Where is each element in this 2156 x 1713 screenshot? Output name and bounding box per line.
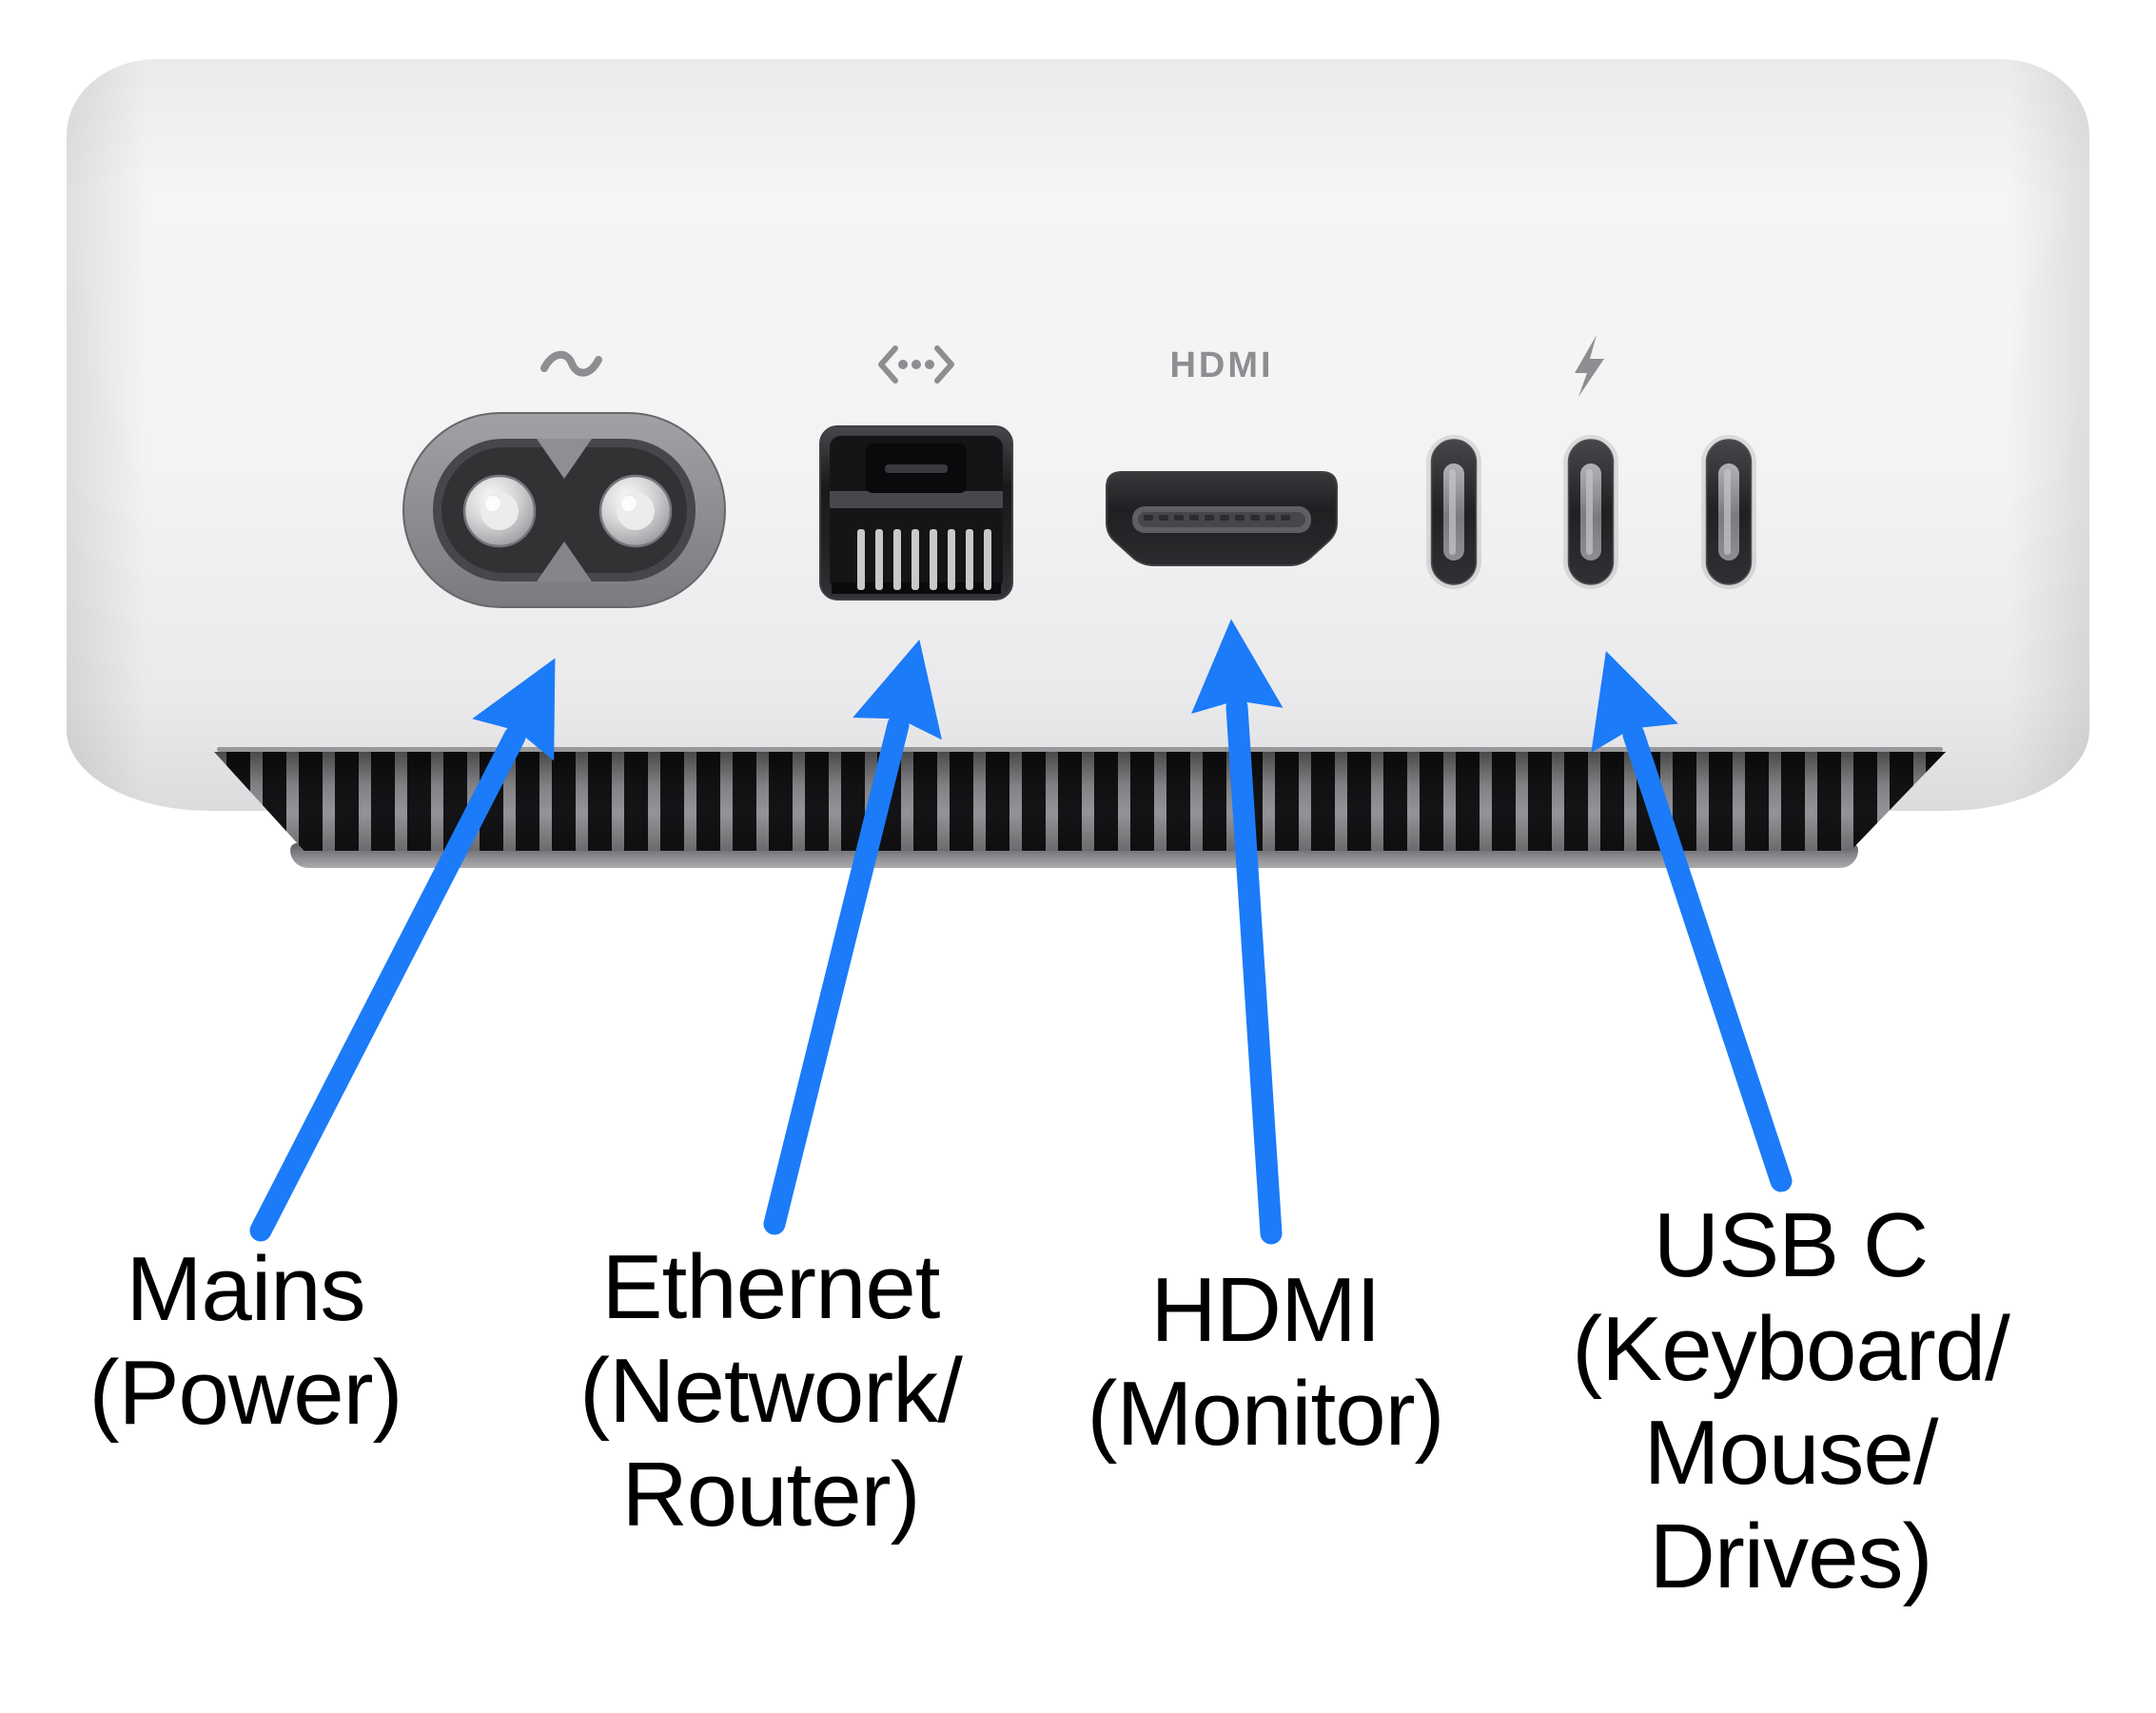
arrow-usbc bbox=[1591, 650, 1793, 1192]
label-line: HDMI bbox=[1150, 1259, 1381, 1361]
label-line: (Monitor) bbox=[1087, 1363, 1444, 1465]
label-ethernet: Ethernet (Network/ Router) bbox=[504, 1235, 1037, 1546]
label-line: (Keyboard/ bbox=[1572, 1298, 2010, 1400]
annotation-arrows bbox=[249, 619, 1793, 1245]
arrow-hdmi bbox=[1191, 619, 1284, 1245]
ethernet-port bbox=[819, 425, 1013, 601]
hdmi-panel-label: HDMI bbox=[1169, 345, 1273, 385]
usbc-port-3 bbox=[1701, 435, 1756, 589]
ac-power-icon bbox=[540, 350, 602, 377]
label-line: Ethernet bbox=[601, 1236, 941, 1338]
hdmi-port bbox=[1106, 471, 1338, 566]
port-icons: HDMI bbox=[540, 335, 1604, 397]
arrow-power bbox=[249, 658, 556, 1242]
label-line: (Power) bbox=[88, 1342, 402, 1444]
power-pin-right bbox=[598, 474, 673, 548]
label-hdmi: HDMI (Monitor) bbox=[999, 1258, 1532, 1466]
label-line: Mains bbox=[126, 1238, 365, 1340]
label-line: Mouse/ bbox=[1643, 1402, 1939, 1504]
label-usbc: USB C (Keyboard/ Mouse/ Drives) bbox=[1524, 1193, 2057, 1608]
thunderbolt-icon bbox=[1575, 335, 1604, 397]
label-line: Router) bbox=[621, 1444, 920, 1546]
usbc-port-1 bbox=[1426, 435, 1481, 589]
vent-seam bbox=[217, 747, 1943, 752]
label-line: USB C bbox=[1653, 1194, 1929, 1296]
arrow-ethernet bbox=[763, 639, 942, 1235]
power-pin-left bbox=[462, 474, 537, 548]
label-line: Drives) bbox=[1649, 1506, 1933, 1607]
hdmi-pins bbox=[1144, 515, 1290, 521]
ethernet-icon bbox=[878, 345, 954, 384]
label-mains-power: Mains (Power) bbox=[0, 1237, 512, 1445]
label-line: (Network/ bbox=[579, 1340, 963, 1442]
power-port bbox=[402, 412, 726, 608]
computer-rear-panel bbox=[67, 59, 2089, 811]
ethernet-pins bbox=[857, 529, 991, 590]
usbc-port-2 bbox=[1563, 435, 1618, 589]
